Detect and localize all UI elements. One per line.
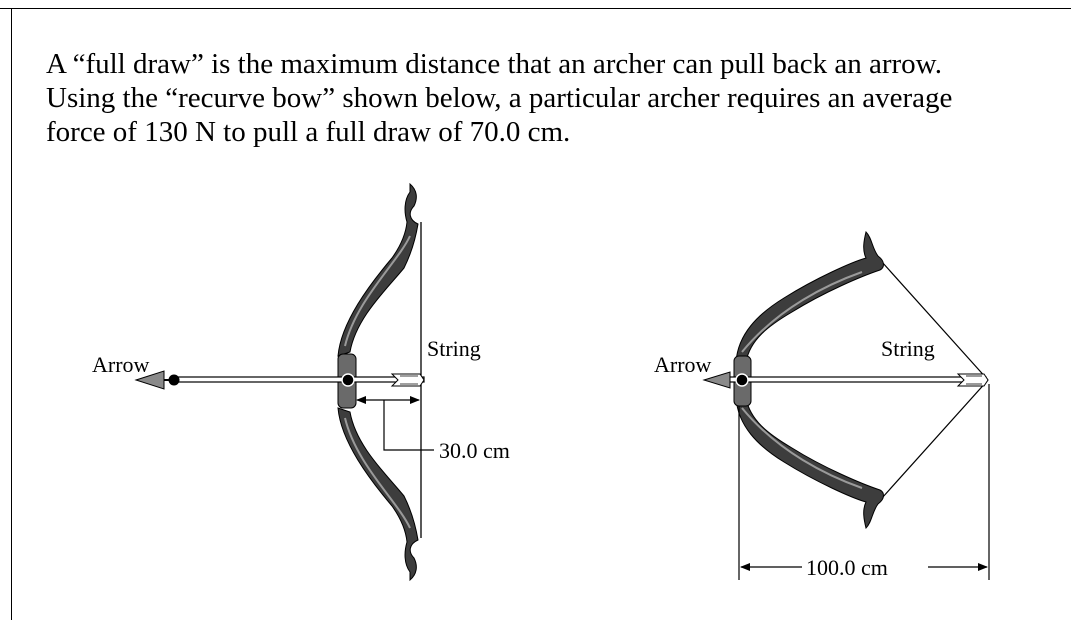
right-arrow-fletching	[956, 373, 989, 387]
left-upper-limb-highlight	[344, 235, 411, 347]
left-bow-diagram: Arrow String 30.0 cm	[92, 182, 510, 582]
left-string-label: String	[427, 336, 481, 361]
left-arrow-label: Arrow	[92, 352, 150, 377]
left-arrow-rest-point	[341, 373, 355, 387]
right-dimension-label: 100.0 cm	[806, 555, 888, 580]
right-bow-diagram: Arrow String 100.0 cm	[654, 231, 990, 580]
right-arrow-rest-point	[735, 373, 749, 387]
right-arrow-shaft	[727, 376, 987, 383]
right-upper-limb-highlight	[741, 271, 863, 353]
right-bowstring-upper	[881, 261, 989, 381]
frame-top-border	[0, 8, 1071, 9]
right-bowstring-lower	[881, 379, 989, 499]
left-arrow-tip-dot	[168, 374, 180, 386]
left-dimension-leader	[383, 400, 434, 451]
problem-line-1: A “full draw” is the maximum distance th…	[46, 48, 942, 80]
right-arrow-label: Arrow	[654, 352, 712, 377]
problem-line-3: force of 130 N to pull a full draw of 70…	[46, 116, 571, 148]
right-string-label: String	[881, 336, 935, 361]
frame-left-border	[11, 8, 12, 620]
left-lower-limb-highlight	[344, 417, 411, 529]
left-dimension-label: 30.0 cm	[439, 438, 510, 463]
right-lower-limb-highlight	[741, 407, 863, 489]
left-arrow-shaft	[173, 376, 425, 383]
problem-text: A “full draw” is the maximum distance th…	[46, 47, 1056, 149]
problem-line-2: Using the “recurve bow” shown below, a p…	[46, 82, 953, 114]
right-arrowhead	[702, 371, 731, 389]
left-arrow-fletching	[390, 373, 425, 387]
